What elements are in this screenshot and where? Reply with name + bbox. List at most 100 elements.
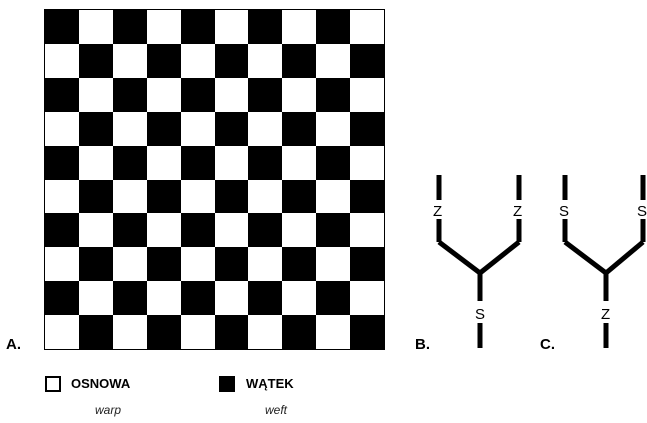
weft-cell — [214, 247, 249, 282]
panel-c-strand-twist-left: S — [559, 203, 569, 220]
weft-cell — [180, 10, 215, 44]
weft-cell — [146, 315, 181, 349]
weft-cell — [350, 111, 384, 146]
weft-cell — [214, 315, 249, 349]
weft-cell — [316, 281, 351, 316]
panel-c-ply-twist: Z — [601, 306, 610, 323]
weft-cell — [112, 77, 147, 112]
warp-cell — [78, 77, 113, 112]
warp-cell — [214, 213, 249, 248]
panel-b-strand-twist-left: Z — [433, 203, 442, 220]
weft-cell — [248, 213, 283, 248]
weft-cell — [45, 213, 79, 248]
warp-cell — [248, 179, 283, 214]
yarn-diagram-c: S S Z — [559, 175, 647, 348]
warp-cell — [316, 315, 351, 349]
warp-cell — [282, 77, 317, 112]
weft-cell — [112, 145, 147, 180]
weft-cell — [316, 10, 351, 44]
warp-cell — [248, 315, 283, 349]
warp-cell — [248, 43, 283, 78]
warp-cell — [180, 43, 215, 78]
warp-swatch — [45, 376, 61, 392]
warp-cell — [146, 213, 181, 248]
warp-cell — [180, 179, 215, 214]
weft-cell — [316, 77, 351, 112]
warp-cell — [316, 43, 351, 78]
warp-cell — [282, 281, 317, 316]
warp-cell — [180, 315, 215, 349]
weft-cell — [45, 77, 79, 112]
warp-cell — [45, 111, 79, 146]
weft-cell — [146, 247, 181, 282]
warp-cell — [316, 111, 351, 146]
warp-cell — [282, 10, 317, 44]
warp-cell — [112, 43, 147, 78]
warp-cell — [350, 281, 384, 316]
warp-cell — [112, 111, 147, 146]
warp-cell — [282, 213, 317, 248]
warp-cell — [112, 179, 147, 214]
weft-cell — [78, 247, 113, 282]
weft-cell — [45, 145, 79, 180]
weft-cell — [350, 247, 384, 282]
warp-cell — [214, 10, 249, 44]
warp-cell — [78, 213, 113, 248]
weft-cell — [316, 213, 351, 248]
warp-label: OSNOWA — [71, 376, 131, 391]
weft-cell — [282, 111, 317, 146]
weft-cell — [180, 77, 215, 112]
warp-cell — [350, 145, 384, 180]
warp-cell — [112, 315, 147, 349]
warp-cell — [146, 10, 181, 44]
warp-cell — [78, 281, 113, 316]
weft-label: WĄTEK — [246, 376, 294, 391]
weft-english-label: weft — [265, 403, 288, 417]
weft-cell — [316, 145, 351, 180]
weft-cell — [282, 247, 317, 282]
warp-english-label: warp — [95, 403, 122, 417]
weft-cell — [146, 43, 181, 78]
warp-cell — [350, 10, 384, 44]
panel-b-ply-twist: S — [475, 306, 485, 323]
weft-cell — [78, 315, 113, 349]
warp-cell — [146, 145, 181, 180]
weft-cell — [146, 111, 181, 146]
weft-cell — [214, 43, 249, 78]
weft-cell — [282, 179, 317, 214]
weft-cell — [282, 43, 317, 78]
weft-cell — [45, 10, 79, 44]
warp-cell — [78, 145, 113, 180]
weft-cell — [248, 281, 283, 316]
warp-cell — [248, 247, 283, 282]
warp-cell — [214, 281, 249, 316]
warp-cell — [45, 247, 79, 282]
weft-cell — [78, 43, 113, 78]
warp-cell — [146, 77, 181, 112]
weft-cell — [146, 179, 181, 214]
warp-cell — [112, 247, 147, 282]
weft-cell — [248, 145, 283, 180]
warp-cell — [45, 179, 79, 214]
weft-cell — [248, 77, 283, 112]
weft-cell — [214, 111, 249, 146]
warp-cell — [214, 77, 249, 112]
panel-c-strand-twist-right: S — [637, 203, 647, 220]
weft-cell — [45, 281, 79, 316]
weft-cell — [180, 213, 215, 248]
weft-cell — [282, 315, 317, 349]
weft-cell — [214, 179, 249, 214]
panel-c-label: C. — [540, 336, 555, 353]
weft-cell — [180, 281, 215, 316]
warp-cell — [214, 145, 249, 180]
weft-cell — [350, 43, 384, 78]
plain-weave-grid — [44, 9, 385, 350]
weft-cell — [78, 179, 113, 214]
warp-cell — [316, 179, 351, 214]
weft-swatch — [219, 376, 235, 392]
warp-cell — [316, 247, 351, 282]
warp-cell — [350, 77, 384, 112]
weft-cell — [248, 10, 283, 44]
weft-cell — [112, 10, 147, 44]
warp-cell — [45, 315, 79, 349]
